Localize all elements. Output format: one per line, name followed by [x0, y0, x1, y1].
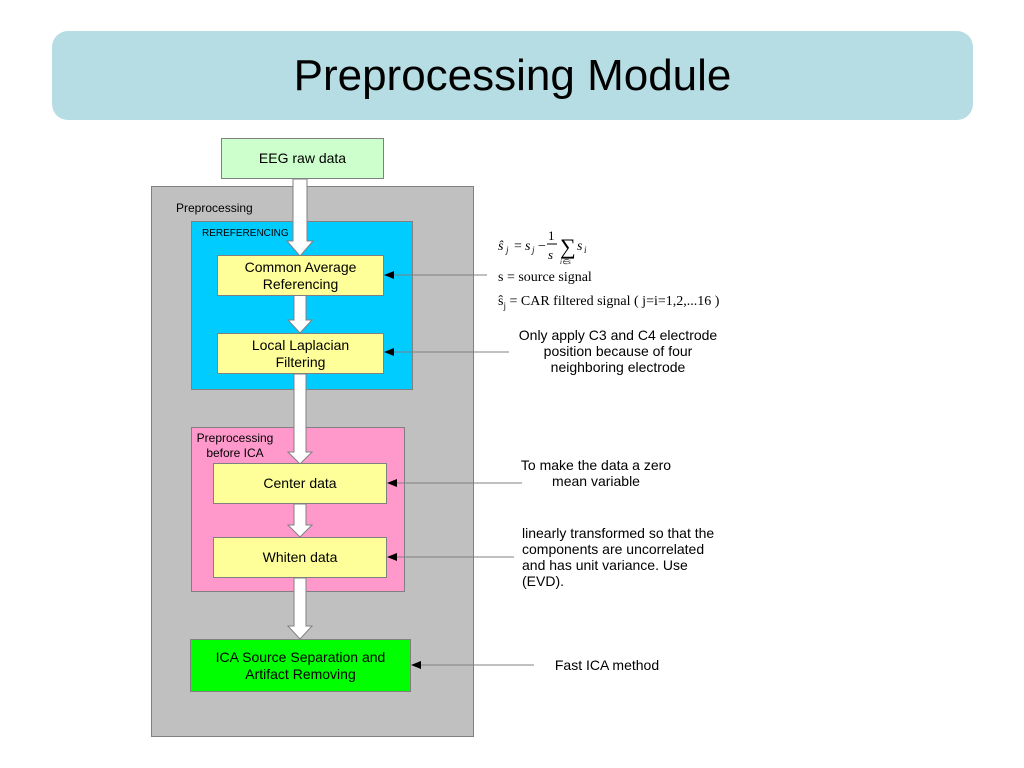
before-ica-label-line1: Preprocessing: [196, 431, 274, 445]
whiten-data-note: linearly transformed so that the compone…: [522, 525, 715, 589]
svg-text:i: i: [584, 245, 587, 255]
flow-arrow-center-to-whiten: [286, 503, 314, 538]
before-ica-region-label: Preprocessing before ICA: [193, 431, 277, 461]
svg-text:1: 1: [548, 228, 555, 243]
laplacian-note: Only apply C3 and C4 electrode position …: [518, 327, 718, 375]
rereferencing-region-label: REREFERENCING: [202, 228, 289, 239]
ica-box: ICA Source Separation and Artifact Remov…: [190, 639, 411, 692]
flow-arrow-car-to-laplacian: [286, 294, 314, 334]
car-formula: ŝ j = s j − 1 s ∑ i∈s s i: [498, 228, 587, 266]
source-signal-definition: s = source signal: [498, 270, 592, 285]
eeg-raw-data-box: EEG raw data: [221, 138, 384, 179]
svg-text:−: −: [538, 239, 546, 254]
svg-text:s: s: [548, 247, 553, 262]
car-box: Common Average Referencing: [217, 255, 384, 296]
before-ica-label-line2: before ICA: [206, 446, 264, 460]
svg-text:j: j: [531, 245, 535, 255]
svg-text:i∈s: i∈s: [560, 258, 571, 266]
preprocessing-region-label: Preprocessing: [176, 201, 253, 215]
page-title: Preprocessing Module: [293, 50, 732, 100]
laplacian-box: Local Laplacian Filtering: [217, 333, 384, 374]
svg-text:ŝ: ŝ: [498, 239, 504, 254]
svg-text:s: s: [525, 239, 531, 254]
car-signal-definition-text: = CAR filtered signal ( j=i=1,2,...16 ): [509, 294, 720, 309]
center-data-box: Center data: [213, 463, 387, 504]
flow-arrow-eeg-to-car: [285, 178, 315, 257]
svg-text:∑: ∑: [560, 234, 576, 259]
car-signal-definition: ŝj = CAR filtered signal ( j=i=1,2,...16…: [498, 294, 719, 311]
svg-text:=: =: [514, 239, 522, 254]
svg-text:j: j: [505, 245, 509, 255]
ica-note: Fast ICA method: [554, 657, 660, 673]
center-data-note: To make the data a zero mean variable: [520, 457, 672, 489]
shat-symbol: ŝj: [498, 294, 506, 311]
svg-text:s: s: [577, 239, 583, 254]
title-banner: Preprocessing Module: [52, 31, 973, 120]
flow-arrow-laplacian-to-center: [286, 373, 314, 465]
whiten-data-box: Whiten data: [213, 537, 387, 578]
flow-arrow-whiten-to-ica: [286, 577, 314, 640]
